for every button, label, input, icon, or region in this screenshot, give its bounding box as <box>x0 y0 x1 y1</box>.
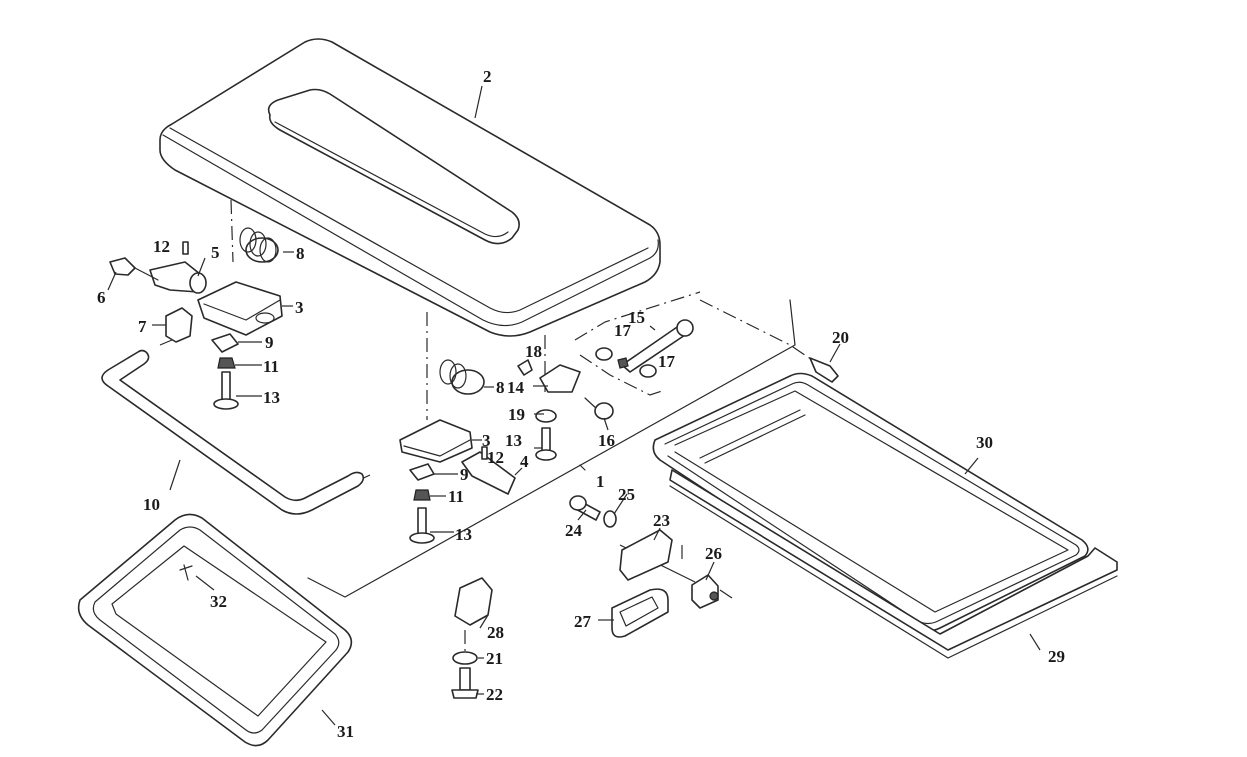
part-14-bracket <box>539 364 581 393</box>
callout-11-center: 11 <box>448 487 464 506</box>
callout-26: 26 <box>705 544 722 563</box>
part-17-washer-a <box>595 347 613 361</box>
lower-bracket-assembly <box>451 577 493 699</box>
part-9-clip-left <box>211 333 239 353</box>
callout-18: 18 <box>525 342 542 361</box>
part-10-pipe <box>101 349 365 515</box>
callout-14: 14 <box>507 378 525 397</box>
part-4-latch-center <box>461 451 516 495</box>
callout-27: 27 <box>574 612 592 631</box>
callout-3-left: 3 <box>295 298 304 317</box>
callout-8-center: 8 <box>496 378 505 397</box>
center-hinge-assembly <box>399 319 694 544</box>
part-3-hinge-base-left <box>197 281 283 336</box>
callout-4: 4 <box>520 452 529 471</box>
part-17-hub <box>617 357 629 369</box>
callout-12-left: 12 <box>153 237 170 256</box>
part-2-lid <box>159 38 661 337</box>
callout-20: 20 <box>832 328 849 347</box>
part-9-clip-center <box>409 463 435 481</box>
part-18-nut <box>517 359 533 376</box>
callout-11-left: 11 <box>263 357 279 376</box>
part-30-seal <box>652 372 1089 632</box>
callout-23: 23 <box>653 511 670 530</box>
callout-13-center-right: 13 <box>505 431 522 450</box>
callout-6: 6 <box>97 288 106 307</box>
part-5-latch-left <box>149 261 207 294</box>
callout-25: 25 <box>618 485 635 504</box>
callout-16: 16 <box>598 431 615 450</box>
callout-8-left: 8 <box>296 244 305 263</box>
part-8-spring-left <box>239 227 279 263</box>
part-25-washer <box>603 510 617 528</box>
callout-15: 15 <box>628 308 645 327</box>
part-7-plate <box>165 307 193 343</box>
callout-9-left: 9 <box>265 333 274 352</box>
part-19-washer <box>535 409 557 423</box>
part-22-bolt <box>451 667 479 699</box>
part-13-bolt-center <box>409 507 435 544</box>
callout-29: 29 <box>1048 647 1065 666</box>
callout-7: 7 <box>138 317 147 336</box>
callout-13-center: 13 <box>455 525 472 544</box>
part-20-screw <box>809 357 839 383</box>
part-8-spring-center <box>439 359 485 395</box>
callout-13-left: 13 <box>263 388 280 407</box>
callout-17-b: 17 <box>658 352 676 371</box>
part-31-tray <box>77 513 353 747</box>
callout-1: 1 <box>596 472 605 491</box>
part-13-bolt-left <box>213 371 239 410</box>
callout-9-center: 9 <box>460 465 469 484</box>
part-24-bolt <box>569 495 601 521</box>
callout-10: 10 <box>143 495 160 514</box>
part-23-latch-body <box>619 529 673 581</box>
callout-30: 30 <box>976 433 993 452</box>
callout-12-center: 12 <box>487 448 504 467</box>
callout-31: 31 <box>337 722 354 741</box>
callout-22: 22 <box>486 685 503 704</box>
part-26-rivet <box>709 591 719 601</box>
callout-5: 5 <box>211 243 220 262</box>
part-32-screw <box>179 564 193 581</box>
lower-latch-assembly <box>569 495 719 638</box>
part-3-hinge-base-center <box>399 419 473 463</box>
callout-21: 21 <box>486 649 503 668</box>
part-12-pin-left <box>182 241 189 255</box>
callout-24: 24 <box>565 521 583 540</box>
callout-17-a: 17 <box>614 321 632 340</box>
part-17-washer-b <box>639 364 657 378</box>
part-21-washer <box>452 651 478 665</box>
part-12-pin-center <box>481 446 488 460</box>
part-11-nut-center <box>413 489 431 501</box>
callout-2: 2 <box>483 67 492 86</box>
callout-28: 28 <box>487 623 504 642</box>
leader-lines <box>107 85 1041 726</box>
part-6-clip-left <box>109 257 159 281</box>
part-29-frame <box>669 469 1118 659</box>
part-1-base-plate <box>307 299 796 598</box>
left-hinge-assembly <box>109 227 283 410</box>
callout-19: 19 <box>508 405 525 424</box>
part-15-shaft <box>621 319 694 373</box>
callout-32: 32 <box>210 592 227 611</box>
part-11-nut-left <box>217 357 236 369</box>
callout-3-center: 3 <box>482 431 491 450</box>
callout-labels: 2 8 12 5 6 3 7 9 11 13 10 8 14 18 19 3 1… <box>97 67 1065 741</box>
part-13-bolt-right <box>535 427 557 461</box>
part-16-pin <box>584 397 614 420</box>
